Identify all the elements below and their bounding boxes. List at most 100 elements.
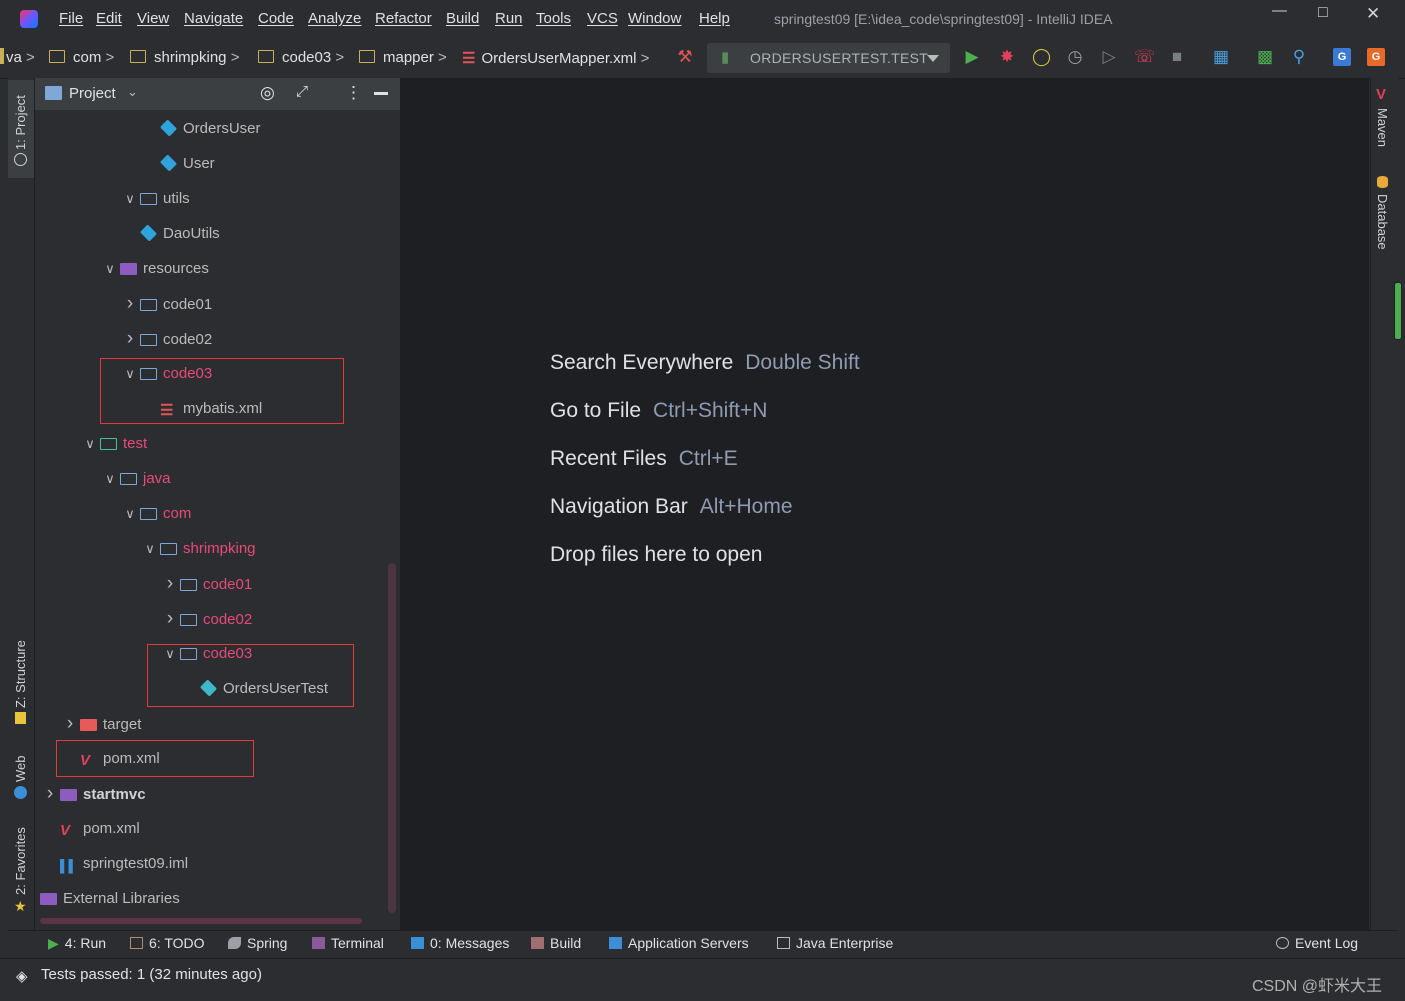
hide-panel-icon[interactable] (374, 92, 388, 95)
tab-run[interactable]: ▶4: Run (48, 935, 107, 951)
tree-row[interactable]: ∨com (120, 496, 191, 531)
breadcrumb-va[interactable]: va > (6, 49, 35, 66)
run-configuration-select[interactable]: ▮ ORDERSUSERTEST.TEST (707, 43, 950, 73)
coverage-icon[interactable]: ◯ (1032, 47, 1052, 66)
tree-row[interactable]: OrdersUser (140, 111, 261, 146)
breadcrumb-code03[interactable]: code03 > (258, 49, 344, 66)
close-icon[interactable]: ✕ (1366, 4, 1381, 23)
menu-edit[interactable]: Edit (96, 10, 122, 27)
breadcrumb-mapper[interactable]: mapper > (359, 49, 447, 66)
debug-icon[interactable]: ✸ (999, 47, 1015, 66)
tree-row[interactable]: ›code01 (120, 286, 212, 321)
tree-row[interactable]: ∨code03 (120, 356, 212, 391)
event-log-button[interactable]: Event Log (1276, 935, 1358, 951)
tree-row[interactable]: ∨code03 (160, 636, 252, 671)
folder-icon (140, 299, 157, 311)
stop-icon[interactable]: ■ (1171, 47, 1183, 66)
menu-code[interactable]: Code (258, 10, 294, 27)
build-hammer-icon[interactable]: ⚒ (677, 47, 693, 66)
chevron-down-icon[interactable]: ∨ (125, 506, 135, 521)
tree-row[interactable]: OrdersUserTest (180, 671, 328, 706)
project-view-selector[interactable]: Project (69, 85, 116, 102)
menu-analyze[interactable]: Analyze (308, 10, 362, 27)
tree-row[interactable]: ∨utils (120, 181, 189, 216)
menu-window[interactable]: Window (628, 10, 682, 27)
tree-row[interactable]: ›code02 (120, 321, 212, 356)
menu-navigate[interactable]: Navigate (184, 10, 244, 27)
run-with-icon[interactable]: ▷ (1102, 47, 1116, 66)
collapse-all-icon[interactable]: ⤢ (296, 83, 309, 100)
tree-item-label: OrdersUserTest (223, 680, 329, 697)
chevron-right-icon[interactable]: › (166, 608, 174, 629)
chevron-right-icon[interactable]: › (126, 293, 134, 314)
tab-spring[interactable]: Spring (228, 935, 287, 951)
project-horizontal-scrollbar[interactable] (40, 918, 362, 924)
tab-database[interactable]: Database (1375, 194, 1390, 250)
status-bar (0, 958, 1405, 1001)
tab-messages[interactable]: 0: Messages (411, 935, 509, 951)
attach-debugger-icon[interactable]: ☏ (1134, 47, 1156, 66)
tree-row[interactable]: ☰mybatis.xml (140, 391, 262, 426)
menu-build[interactable]: Build (446, 10, 480, 27)
tree-row[interactable]: ∨resources (100, 251, 209, 286)
tree-row[interactable]: ›code02 (160, 601, 252, 636)
menu-view[interactable]: View (137, 10, 170, 27)
search-icon[interactable]: ⚲ (1292, 47, 1306, 66)
menu-run[interactable]: Run (495, 10, 523, 27)
tree-row[interactable]: ›startmvc (40, 776, 146, 811)
chevron-down-icon[interactable]: ∨ (125, 191, 135, 206)
chevron-down-icon[interactable]: ∨ (105, 471, 115, 486)
tree-row[interactable]: ∨shrimpking (140, 531, 255, 566)
tab-todo[interactable]: 6: TODO (130, 935, 205, 951)
tree-row[interactable]: ▌▌springtest09.iml (40, 846, 188, 881)
translate-icon[interactable]: G (1333, 48, 1351, 66)
chevron-right-icon[interactable]: › (166, 573, 174, 594)
tree-row[interactable]: ∨test (80, 426, 147, 461)
more-options-icon[interactable]: ⋮ (345, 83, 362, 102)
terminal-icon[interactable]: ▩ (1256, 47, 1274, 66)
tree-row[interactable]: ›code01 (160, 566, 252, 601)
tree-row[interactable]: User (140, 146, 215, 181)
chevron-down-icon[interactable]: ∨ (85, 436, 95, 451)
status-layers-icon[interactable]: ◈ (16, 968, 28, 985)
chevron-down-icon[interactable]: ⌄ (127, 84, 138, 99)
breadcrumb-com[interactable]: com > (49, 49, 114, 66)
tab-structure[interactable]: Z: Structure (13, 640, 28, 708)
editor-empty-area[interactable] (401, 78, 1369, 930)
chevron-right-icon[interactable]: › (66, 713, 74, 734)
breadcrumb-mapper-xml[interactable]: ☰OrdersUserMapper.xml > (462, 50, 650, 67)
tab-terminal[interactable]: Terminal (312, 935, 384, 951)
tree-row[interactable]: External Libraries (20, 881, 180, 916)
locate-target-icon[interactable]: ◎ (260, 83, 275, 102)
minimize-icon[interactable]: — (1272, 2, 1287, 19)
tab-maven[interactable]: Maven (1375, 108, 1390, 148)
translate-alt-icon[interactable]: G (1367, 48, 1385, 66)
tab-project[interactable]: 1: Project (13, 95, 28, 150)
tree-row[interactable]: ∨java (100, 461, 170, 496)
status-message[interactable]: Tests passed: 1 (32 minutes ago) (41, 966, 262, 983)
chevron-down-icon[interactable]: ∨ (145, 541, 155, 556)
tab-java-enterprise[interactable]: Java Enterprise (777, 935, 893, 951)
menu-tools[interactable]: Tools (536, 10, 572, 27)
menu-help[interactable]: Help (699, 10, 730, 27)
run-icon[interactable]: ▶ (965, 47, 979, 66)
tab-web[interactable]: Web (13, 755, 28, 783)
maximize-icon[interactable]: □ (1318, 4, 1328, 21)
tab-application-servers[interactable]: Application Servers (609, 935, 749, 951)
tree-row[interactable]: DaoUtils (120, 216, 220, 251)
chevron-right-icon[interactable]: › (46, 783, 54, 804)
menu-file[interactable]: File (59, 10, 84, 27)
tab-build[interactable]: Build (531, 935, 581, 951)
chevron-down-icon[interactable]: ∨ (105, 261, 115, 276)
profile-icon[interactable]: ◷ (1067, 47, 1083, 66)
chevron-right-icon[interactable]: › (126, 328, 134, 349)
menu-refactor[interactable]: Refactor (375, 10, 432, 27)
breadcrumb-shrimpking[interactable]: shrimpking > (130, 49, 239, 66)
project-structure-icon[interactable]: ▦ (1212, 47, 1230, 66)
folder-icon (140, 508, 157, 520)
project-scrollbar[interactable] (388, 563, 396, 913)
menu-vcs[interactable]: VCS (587, 10, 618, 27)
tree-row[interactable]: ›target (60, 706, 142, 741)
